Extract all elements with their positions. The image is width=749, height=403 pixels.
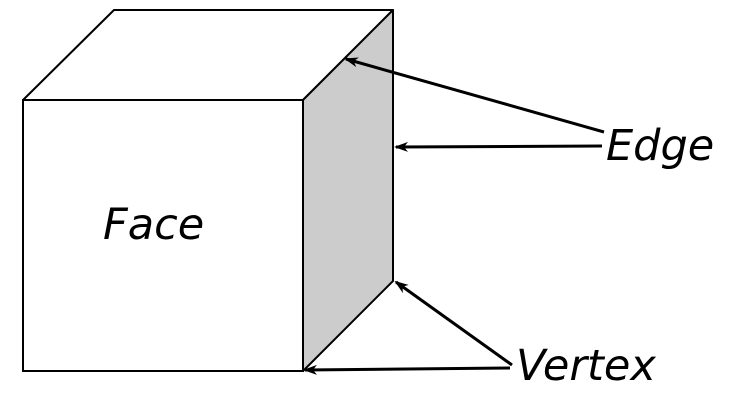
cube-front-face — [22, 99, 304, 372]
vertex-arrow-top — [394, 280, 513, 367]
edge-arrow-side — [394, 141, 603, 152]
vertex-arrow-bottom — [303, 364, 511, 375]
vertex-label: Vertex — [516, 341, 656, 391]
edge-label: Edge — [606, 121, 715, 171]
edge-arrow-top — [344, 57, 605, 134]
face-label: Face — [103, 200, 205, 250]
